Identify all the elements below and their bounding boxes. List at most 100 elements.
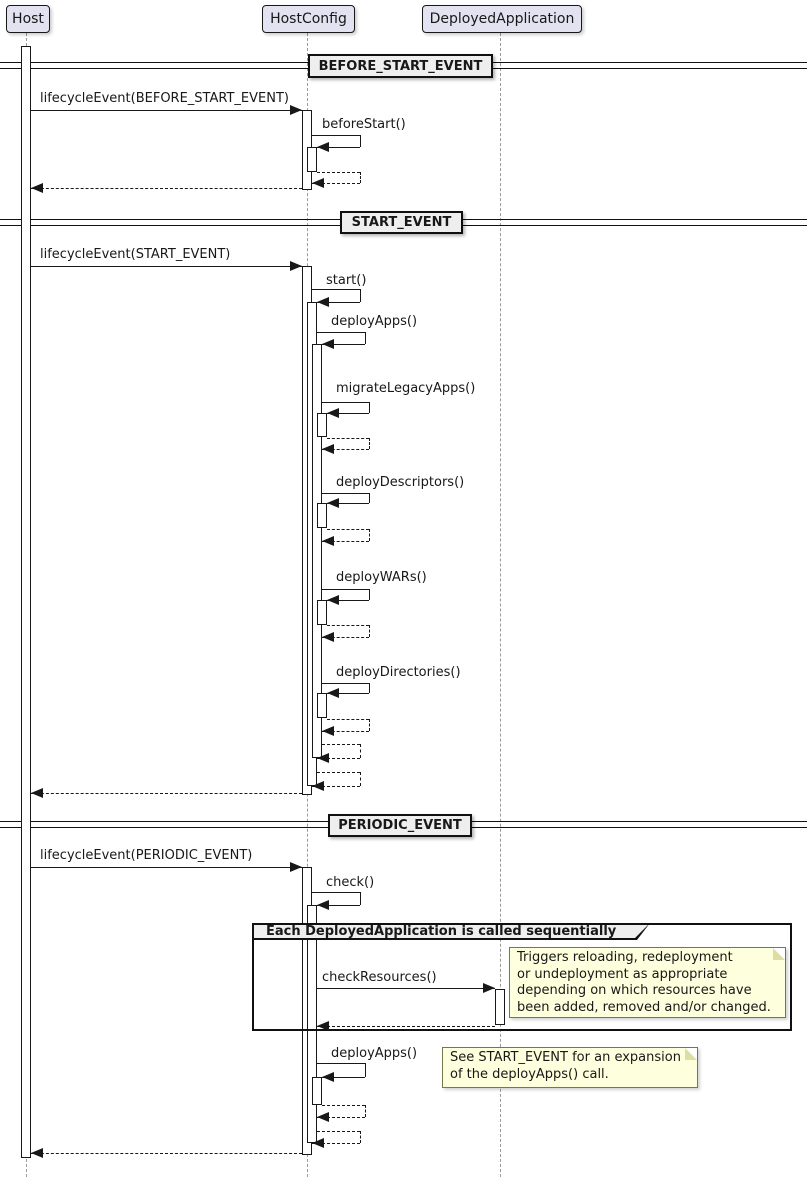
return-line [327, 438, 369, 439]
message-line [322, 493, 369, 494]
activation-bar [317, 413, 327, 437]
arrowhead-left-icon [317, 753, 329, 763]
message-label-deploy-descriptors: deployDescriptors() [336, 475, 465, 490]
message-line [360, 135, 361, 147]
return-line [369, 529, 370, 541]
return-line [322, 1105, 365, 1106]
return-line [317, 758, 360, 759]
message-line [317, 302, 360, 303]
activation-bar [307, 147, 317, 172]
message-label-deploy-apps: deployApps() [331, 314, 418, 329]
arrowhead-left-icon [312, 1138, 324, 1148]
return-line [360, 1131, 361, 1143]
arrowhead-left-icon [317, 1112, 329, 1122]
message-line [322, 344, 365, 345]
arrowhead-left-icon [327, 408, 339, 418]
return-line [31, 188, 302, 189]
return-line [369, 625, 370, 637]
arrowhead-left-icon [312, 781, 324, 791]
divider-start-event: START_EVENT [340, 211, 463, 234]
participant-deployedapplication: DeployedApplication [422, 5, 582, 33]
arrowhead-right-icon [483, 983, 495, 993]
return-line [360, 172, 361, 183]
arrowhead-left-icon [322, 632, 334, 642]
group-frame-title: Each DeployedApplication is called seque… [266, 924, 617, 939]
activation-bar [312, 1077, 322, 1105]
message-label-deploy-apps-periodic: deployApps() [331, 1046, 418, 1061]
message-line [327, 503, 369, 504]
message-line [369, 493, 370, 503]
arrowhead-left-icon [322, 444, 334, 454]
arrowhead-left-icon [317, 142, 329, 152]
arrowhead-left-icon [317, 297, 329, 307]
return-line [322, 744, 360, 745]
return-line [322, 449, 369, 450]
return-line [317, 1117, 365, 1118]
message-line [369, 589, 370, 600]
return-line [322, 731, 369, 732]
message-line [317, 332, 365, 333]
arrowhead-left-icon [327, 595, 339, 605]
return-line [327, 719, 369, 720]
arrowhead-left-icon [322, 339, 334, 349]
arrowhead-left-icon [317, 1021, 329, 1031]
message-line [317, 147, 360, 148]
return-line [317, 1026, 495, 1027]
message-label-before-start: beforeStart() [322, 117, 406, 132]
return-line [369, 438, 370, 449]
arrowhead-left-icon [327, 498, 339, 508]
message-line [322, 683, 369, 684]
message-line [322, 589, 369, 590]
group-frame-title-bar [254, 925, 648, 938]
divider-before-start-event: BEFORE_START_EVENT [308, 54, 493, 78]
message-line [369, 683, 370, 693]
arrowhead-right-icon [290, 105, 302, 115]
arrowhead-left-icon [31, 183, 43, 193]
note-deploy-apps: See START_EVENT for an expansion of the … [442, 1047, 698, 1088]
activation-bar [317, 600, 327, 625]
arrowhead-left-icon [322, 536, 334, 546]
message-line [327, 693, 369, 694]
arrowhead-right-icon [290, 862, 302, 872]
message-line [312, 135, 360, 136]
arrowhead-left-icon [31, 1148, 43, 1158]
message-label-deploy-wars: deployWARs() [336, 570, 427, 585]
message-line [317, 1063, 365, 1064]
return-line [327, 625, 369, 626]
message-label-lifecycle-before-start: lifecycleEvent(BEFORE_START_EVENT) [40, 91, 289, 106]
return-line [360, 772, 361, 786]
message-line [365, 332, 366, 344]
return-line [31, 1153, 302, 1154]
message-line [31, 867, 302, 868]
return-line [360, 744, 361, 758]
return-line [312, 786, 360, 787]
message-line [360, 892, 361, 905]
message-line [317, 988, 495, 989]
return-line [365, 1105, 366, 1117]
return-line [312, 183, 360, 184]
activation-bar-host [21, 46, 31, 1158]
message-line [327, 413, 369, 414]
message-line [327, 600, 369, 601]
message-label-deploy-directories: deployDirectories() [336, 665, 461, 680]
return-line [322, 637, 369, 638]
participant-host: Host [6, 5, 50, 33]
message-line [312, 289, 360, 290]
participant-hostconfig: HostConfig [262, 5, 355, 33]
arrowhead-left-icon [317, 900, 329, 910]
return-line [317, 1131, 360, 1132]
arrowhead-right-icon [290, 261, 302, 271]
return-line [322, 541, 369, 542]
return-line [369, 719, 370, 731]
message-line [31, 110, 302, 111]
lifeline-deployedapplication [500, 33, 501, 1177]
message-label-lifecycle-start: lifecycleEvent(START_EVENT) [40, 247, 231, 262]
return-line [31, 793, 302, 794]
message-label-lifecycle-periodic: lifecycleEvent(PERIODIC_EVENT) [40, 848, 253, 863]
activation-bar [317, 503, 327, 528]
message-line [360, 289, 361, 302]
return-line [317, 772, 360, 773]
activation-bar [495, 989, 505, 1025]
arrowhead-left-icon [31, 788, 43, 798]
